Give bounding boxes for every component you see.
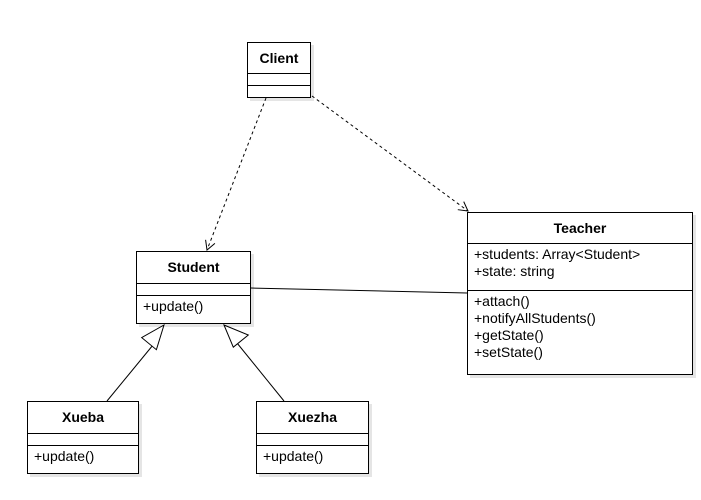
class-xueba[interactable]: Xueba +update() xyxy=(27,401,139,474)
class-teacher-name: Teacher xyxy=(468,213,692,244)
generalization-xuezha-student-arrowhead xyxy=(223,324,250,349)
class-xuezha[interactable]: Xuezha +update() xyxy=(256,401,369,474)
dependency-client-student xyxy=(205,97,267,251)
class-student-methods: +update() xyxy=(137,296,250,323)
class-client-methods xyxy=(248,86,310,97)
generalization-xuezha-student-line xyxy=(236,342,285,402)
association-student-teacher xyxy=(250,287,468,294)
class-xuezha-attributes xyxy=(257,434,368,446)
class-teacher-method: +attach() xyxy=(474,293,530,309)
class-xueba-name: Xueba xyxy=(28,402,138,434)
class-xuezha-method: +update() xyxy=(263,448,324,464)
class-teacher-attribute: +students: Array<Student> xyxy=(474,246,641,262)
class-xuezha-methods: +update() xyxy=(257,446,368,473)
class-client[interactable]: Client xyxy=(247,42,311,98)
class-xuezha-name: Xuezha xyxy=(257,402,368,434)
class-student-attributes xyxy=(137,284,250,296)
class-student-name: Student xyxy=(137,252,250,284)
class-teacher-method: +setState() xyxy=(474,344,543,360)
class-teacher-attributes: +students: Array<Student> +state: string xyxy=(468,244,692,291)
class-client-attributes xyxy=(248,74,310,86)
class-teacher[interactable]: Teacher +students: Array<Student> +state… xyxy=(467,212,693,375)
class-teacher-attribute: +state: string xyxy=(474,263,555,279)
class-xueba-methods: +update() xyxy=(28,446,138,473)
class-student-method: +update() xyxy=(143,298,204,314)
class-xueba-attributes xyxy=(28,434,138,446)
generalization-xueba-student-line xyxy=(106,344,154,402)
class-client-name: Client xyxy=(248,43,310,74)
class-teacher-method: +getState() xyxy=(474,327,544,343)
class-student[interactable]: Student +update() xyxy=(136,251,251,324)
dependency-client-teacher xyxy=(311,95,469,212)
class-xueba-method: +update() xyxy=(34,448,95,464)
class-teacher-methods: +attach() +notifyAllStudents() +getState… xyxy=(468,291,692,374)
class-teacher-method: +notifyAllStudents() xyxy=(474,310,596,326)
generalization-xueba-student-arrowhead xyxy=(140,323,165,351)
